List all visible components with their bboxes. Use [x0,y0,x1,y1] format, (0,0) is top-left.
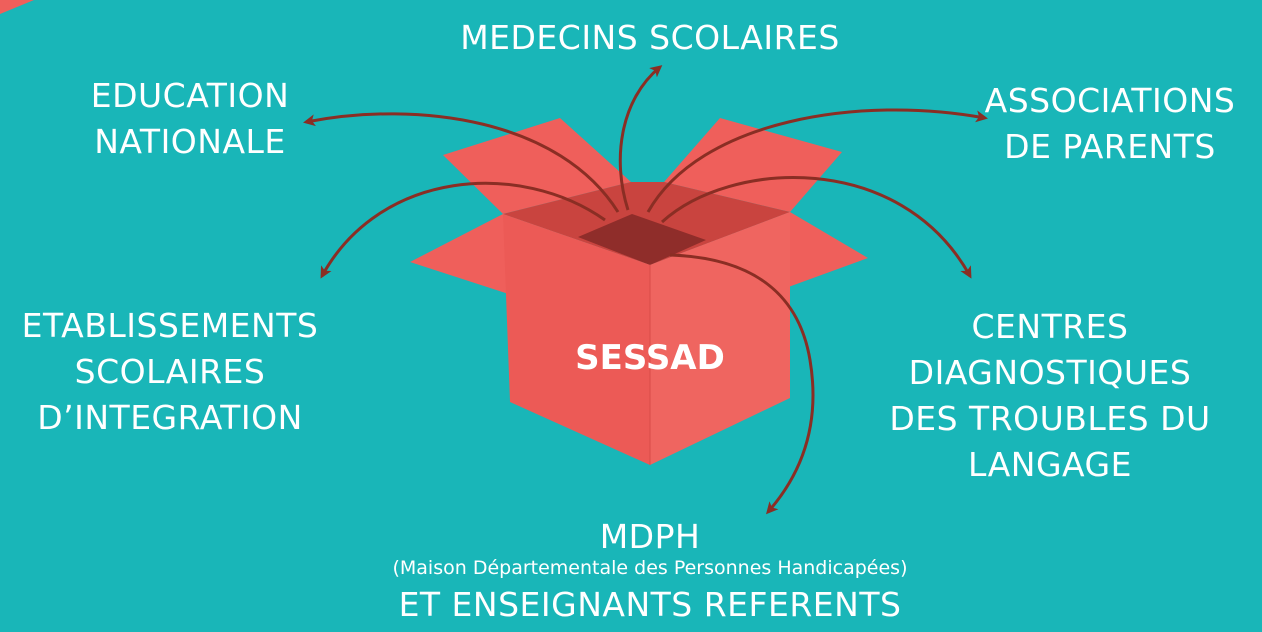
node-centres-line-2: DIAGNOSTIQUES [908,353,1192,392]
node-etablissements-line-1: ETABLISSEMENTS [21,306,319,345]
box-opening [578,214,706,265]
node-mdph-title: MDPH [599,517,701,556]
arrow-to-education [303,112,620,213]
node-education-line-2: NATIONALE [94,122,286,161]
node-medecins-line-1: MEDECINS SCOLAIRES [460,18,840,57]
arrow-to-medecins [618,65,663,211]
node-associations-line-2: DE PARENTS [1004,127,1216,166]
corner-ribbon [0,0,34,14]
node-associations-line-1: ASSOCIATIONS [984,81,1236,120]
node-education-nationale: EDUCATION NATIONALE [40,73,340,165]
node-medecins-scolaires: MEDECINS SCOLAIRES [420,15,880,61]
sessad-box [410,118,868,465]
node-mdph-subtitle: (Maison Départementale des Personnes Han… [392,557,908,579]
node-centres-line-3: DES TROUBLES DU [889,399,1211,438]
node-centres-diagnostiques: CENTRES DIAGNOSTIQUES DES TROUBLES DU LA… [870,304,1230,488]
node-education-line-1: EDUCATION [90,76,290,115]
box-side-left [503,214,650,465]
sessad-label: SESSAD [575,338,725,378]
node-mdph: MDPH (Maison Départementale des Personne… [330,518,970,630]
node-centres-line-1: CENTRES [971,307,1129,346]
node-etablissements-line-2: SCOLAIRES [74,352,266,391]
node-etablissements-line-3: D’INTEGRATION [37,398,303,437]
arrow-to-mdph [669,253,815,515]
node-mdph-footer: ET ENSEIGNANTS REFERENTS [398,585,902,624]
box-flap-back-right [664,118,842,212]
arrow-to-associations [646,108,988,213]
arrow-to-centres [660,176,972,279]
node-centres-line-4: LANGAGE [968,445,1132,484]
node-associations-parents: ASSOCIATIONS DE PARENTS [960,78,1260,170]
node-etablissements-scolaires: ETABLISSEMENTS SCOLAIRES D’INTEGRATION [0,303,340,441]
box-flap-back-left [443,118,631,214]
arrow-to-etablissements [320,181,606,279]
